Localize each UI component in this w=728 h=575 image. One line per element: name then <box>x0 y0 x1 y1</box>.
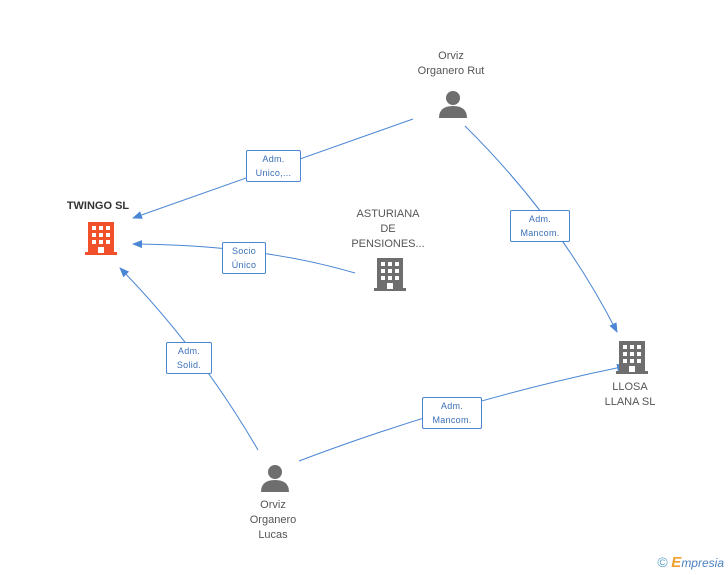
brand-logo-letter: E <box>671 554 682 571</box>
node-label-llosa[interactable]: LLOSA LLANA SL <box>590 380 670 410</box>
node-label-orviz-rut[interactable]: Orviz Organero Rut <box>396 49 506 79</box>
node-label-line: Organero <box>249 514 297 526</box>
edge-label-line: Mancom. <box>432 415 472 425</box>
node-label-line: Orviz <box>438 50 464 62</box>
edge-label-line: Solid. <box>176 360 202 370</box>
brand-logo-text: mpresia <box>681 556 724 570</box>
person-icon[interactable] <box>261 465 289 492</box>
edge-label-line: Único <box>231 260 257 270</box>
node-label-line: LLOSA <box>612 381 648 393</box>
edge-label-rut-llosa[interactable]: Adm. Mancom. <box>510 210 570 242</box>
copyright-icon: © <box>657 554 668 570</box>
edge-label-line: Unico,... <box>255 168 292 178</box>
building-icon[interactable] <box>85 222 117 255</box>
building-icon[interactable] <box>616 341 648 374</box>
edge-label-line: Adm. <box>177 346 201 356</box>
edge-label-line: Mancom. <box>520 228 560 238</box>
node-label-asturiana[interactable]: ASTURIANA DE PENSIONES... <box>338 207 438 252</box>
brand-footer[interactable]: © Empresia <box>657 554 724 571</box>
person-icon[interactable] <box>439 91 467 118</box>
building-icon[interactable] <box>374 258 406 291</box>
edge-label-line: Socio <box>231 246 256 256</box>
node-label-orviz-lucas[interactable]: Orviz Organero Lucas <box>233 498 313 543</box>
node-label-line: Organero Rut <box>417 65 485 77</box>
node-label-line: PENSIONES... <box>351 238 425 250</box>
node-label-line: LLANA SL <box>604 396 656 408</box>
node-label-line: Orviz <box>260 499 286 511</box>
node-label-line: ASTURIANA <box>356 208 420 220</box>
node-label-line: Lucas <box>258 529 288 541</box>
edge-label-lucas-llosa[interactable]: Adm. Mancom. <box>422 397 482 429</box>
edge-label-lucas-twingo[interactable]: Adm. Solid. <box>166 342 212 374</box>
node-label-line: DE <box>380 223 396 235</box>
edge-label-asturiana-twingo[interactable]: Socio Único <box>222 242 266 274</box>
edge-label-line: Adm. <box>528 214 552 224</box>
node-label-twingo[interactable]: TWINGO SL <box>66 200 130 212</box>
edge-label-line: Adm. <box>262 154 285 164</box>
edge-label-rut-twingo[interactable]: Adm. Unico,... <box>246 150 301 182</box>
edge-label-line: Adm. <box>440 401 464 411</box>
